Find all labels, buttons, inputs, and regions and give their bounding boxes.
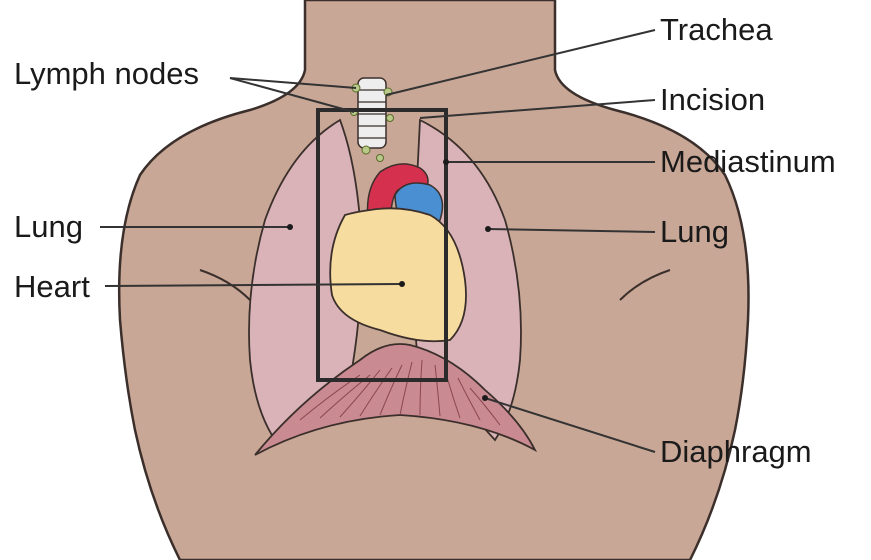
trachea [358, 78, 386, 148]
label-diaphragm: Diaphragm [660, 436, 812, 467]
label-lung-right: Lung [660, 216, 729, 247]
label-heart: Heart [14, 271, 90, 302]
label-trachea: Trachea [660, 14, 773, 45]
label-lung-left: Lung [14, 211, 83, 242]
label-incision: Incision [660, 84, 765, 115]
label-lymph-nodes: Lymph nodes [14, 58, 199, 89]
label-mediastinum: Mediastinum [660, 146, 836, 177]
